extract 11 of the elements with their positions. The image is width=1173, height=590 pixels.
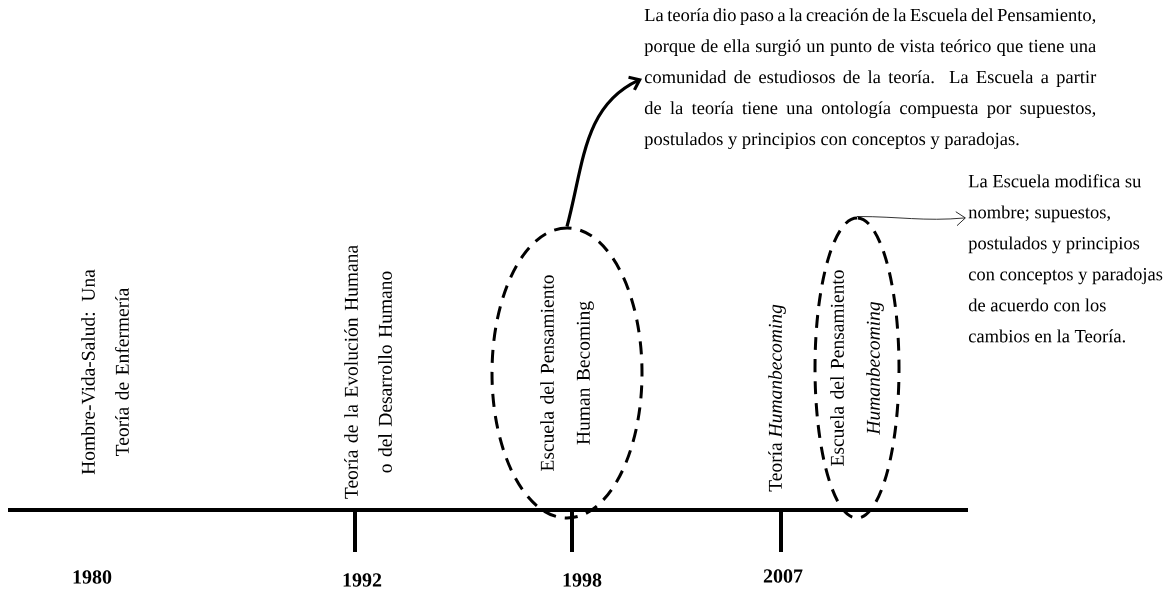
vertical-label: Hombre-Vida-Salud: Una Teoría de Enfermería [81,269,129,475]
arrow [565,75,642,227]
callout-text: La Escuela modifica su nombre; supuestos, postulados y principios con conceptos y paradojas de acuerdo con los cambios en la Teoría. [968,174,1163,343]
vertical-label: Teoría de la Evolución Humana o del Desarrollo Humano [344,245,392,499]
year-label: 1980 [73,570,112,584]
callout-text: La teoría dio paso a la creación de la Escuela del Pensamiento, porque de ella surgió un punto de vista teórico que tiene una comunidad de estudiosos de la teoría. La Escuela a partir de la teoría tiene una ontología compuesta por supuestos, postulados y principios con conceptos y paradojas. [644,8,1097,150]
year-label: 1992 [343,573,382,587]
vertical-label: Teoría Humanbecoming [768,304,786,492]
year-label: 1998 [563,573,602,587]
arrow [856,211,966,227]
year-label: 2007 [763,569,803,583]
